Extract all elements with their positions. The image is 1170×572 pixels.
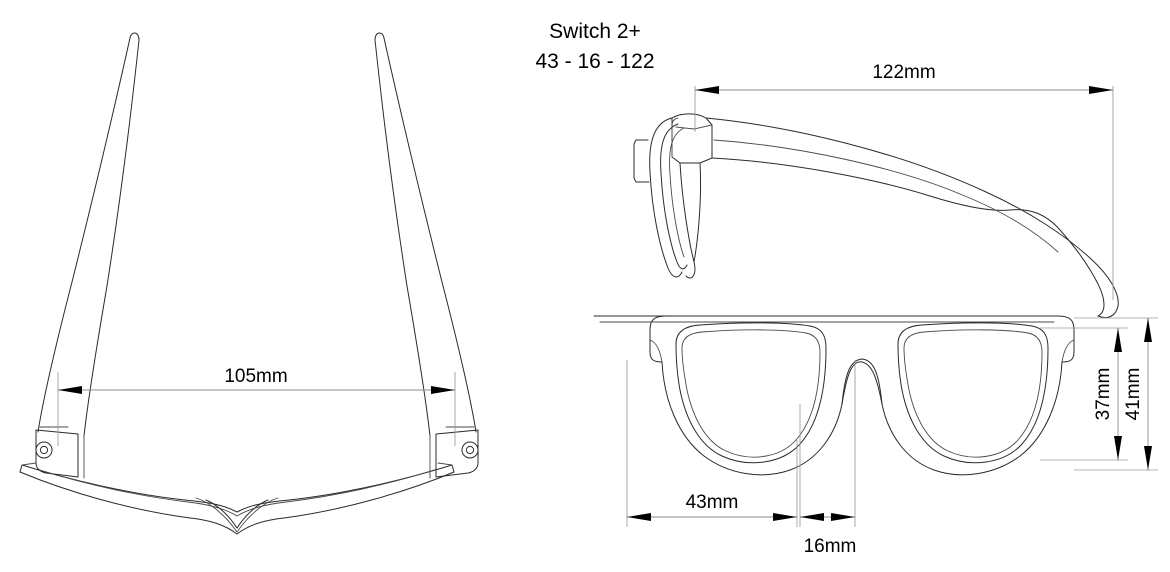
dimension-bridge-width: 16mm	[799, 360, 857, 557]
bridge-width-label: 16mm	[804, 536, 857, 557]
dimension-lens-height: 37mm	[1040, 327, 1128, 461]
top-view-drawing	[19, 32, 479, 535]
total-width-label: 105mm	[224, 366, 287, 387]
temple-length-label: 122mm	[872, 62, 935, 83]
dimension-frame-height: 41mm	[1074, 317, 1158, 471]
lens-height-label: 37mm	[1093, 368, 1114, 421]
model-name-label: Switch 2+	[549, 20, 641, 43]
lens-width-label: 43mm	[686, 492, 739, 513]
dimension-total-width: 105mm	[57, 366, 456, 446]
frame-height-label: 41mm	[1123, 368, 1144, 421]
front-view-drawing	[593, 315, 1075, 476]
side-view-drawing	[633, 113, 1119, 319]
dimension-lens-width: 43mm	[626, 360, 798, 527]
dimension-temple-length: 122mm	[694, 62, 1114, 300]
size-code-label: 43 - 16 - 122	[535, 50, 654, 73]
